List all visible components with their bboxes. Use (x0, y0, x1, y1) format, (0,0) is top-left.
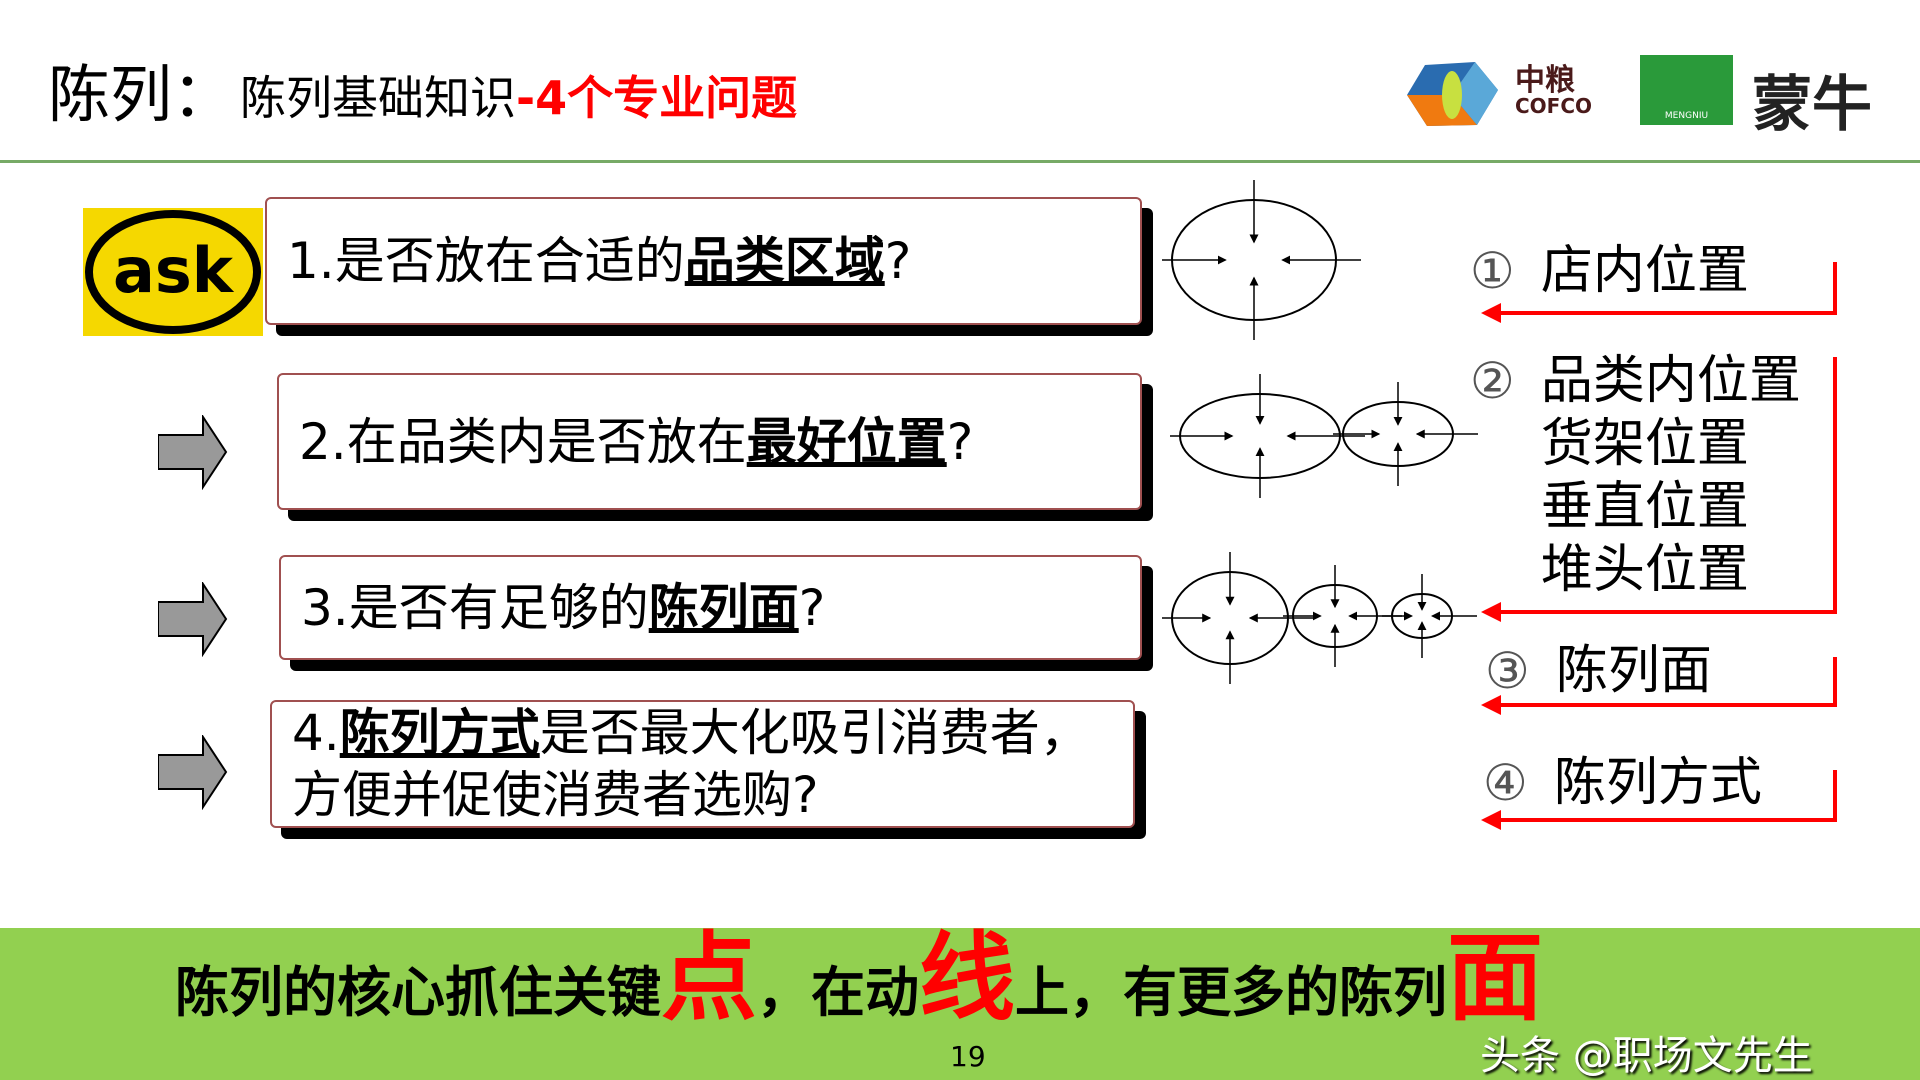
ask-text: ask (113, 234, 235, 307)
banner-highlight: 点 (661, 922, 757, 1034)
q2-bold: 最好位置 (746, 412, 947, 471)
mengniu-logo-text: 蒙牛 (1752, 70, 1872, 140)
cofco-cn: 中粮 (1515, 63, 1575, 98)
label-text: 品类内位置 (1540, 351, 1801, 411)
label-text: 陈列方式 (1553, 753, 1762, 813)
question-2: 2.在品类内是否放在最好位置? (277, 373, 1142, 510)
question-1: 1.是否放在合适的品类区域? (265, 197, 1142, 325)
label-3: ③ 陈列面 (1485, 640, 1712, 703)
arrow-right-icon (158, 735, 228, 810)
label-text: 垂直位置 (1540, 477, 1749, 537)
banner-text: 陈列的核心抓住关键点，在动线上，有更多的陈列面 (175, 928, 1543, 1028)
page-number: 19 (950, 1040, 986, 1073)
cofco-logo-icon (1407, 62, 1498, 126)
slide-title: 陈列： (48, 58, 235, 131)
label-text: 陈列面 (1555, 641, 1712, 701)
banner-part: 上，有更多的陈列 (1015, 961, 1447, 1024)
q3-bold: 陈列面 (648, 578, 799, 637)
banner-part: ，在动 (757, 961, 919, 1024)
q1-bold: 品类区域 (684, 232, 885, 290)
q4-bold: 陈列方式 (339, 704, 540, 762)
header-divider (0, 160, 1920, 163)
red-bracket-arrow (1481, 357, 1837, 622)
q1-text: 1.是否放在合适的 (287, 232, 685, 290)
label-4: ④ 陈列方式 (1483, 752, 1762, 815)
q2-post: ? (946, 412, 974, 471)
q4-text: 4. (292, 704, 340, 762)
slide-subtitle: 陈列基础知识-4个专业问题 (240, 62, 797, 128)
q1-post: ? (884, 232, 912, 290)
q4-post: 是否最大化吸引消费者， (539, 704, 1090, 762)
q2-text: 2.在品类内是否放在 (299, 412, 747, 471)
q3-text: 3.是否有足够的 (301, 578, 649, 637)
label-text: 货架位置 (1540, 414, 1749, 474)
arrow-right-icon (158, 415, 228, 490)
label-num: ④ (1483, 754, 1528, 812)
label-text: 店内位置 (1540, 241, 1749, 301)
banner-highlight: 面 (1447, 922, 1543, 1034)
subtitle-highlight: -4个专业问题 (516, 71, 798, 125)
question-3: 3.是否有足够的陈列面? (279, 555, 1142, 660)
red-bracket-arrow (1481, 770, 1837, 830)
arrow-right-icon (158, 582, 228, 657)
banner-part: 陈列的核心抓住关键 (175, 961, 661, 1024)
question-4: 4.陈列方式是否最大化吸引消费者，方便并促使消费者选购? (270, 700, 1135, 828)
ask-logo: ask (83, 208, 263, 336)
banner-highlight: 线 (919, 922, 1015, 1034)
label-num: ③ (1485, 642, 1530, 700)
cofco-en: COFCO (1515, 94, 1593, 118)
q3-post: ? (798, 578, 826, 637)
q4-line2: 方便并促使消费者选购? (292, 766, 819, 824)
watermark: 头条 @职场文先生 (1480, 1033, 1813, 1079)
mengniu-logo-icon: MENGNIU (1640, 55, 1733, 125)
label-text: 堆头位置 (1540, 540, 1749, 600)
label-num: ① (1470, 242, 1515, 300)
label-num: ② (1470, 352, 1515, 410)
label-2: ② 品类内位置货架位置垂直位置堆头位置 (1470, 350, 1801, 602)
red-bracket-arrow (1481, 657, 1837, 715)
label-1: ① 店内位置 (1470, 240, 1749, 303)
subtitle-text: 陈列基础知识 (240, 71, 516, 125)
red-bracket-arrow (1481, 262, 1837, 323)
mengniu-en: MENGNIU (1664, 111, 1709, 121)
bottom-banner (0, 928, 1920, 1080)
